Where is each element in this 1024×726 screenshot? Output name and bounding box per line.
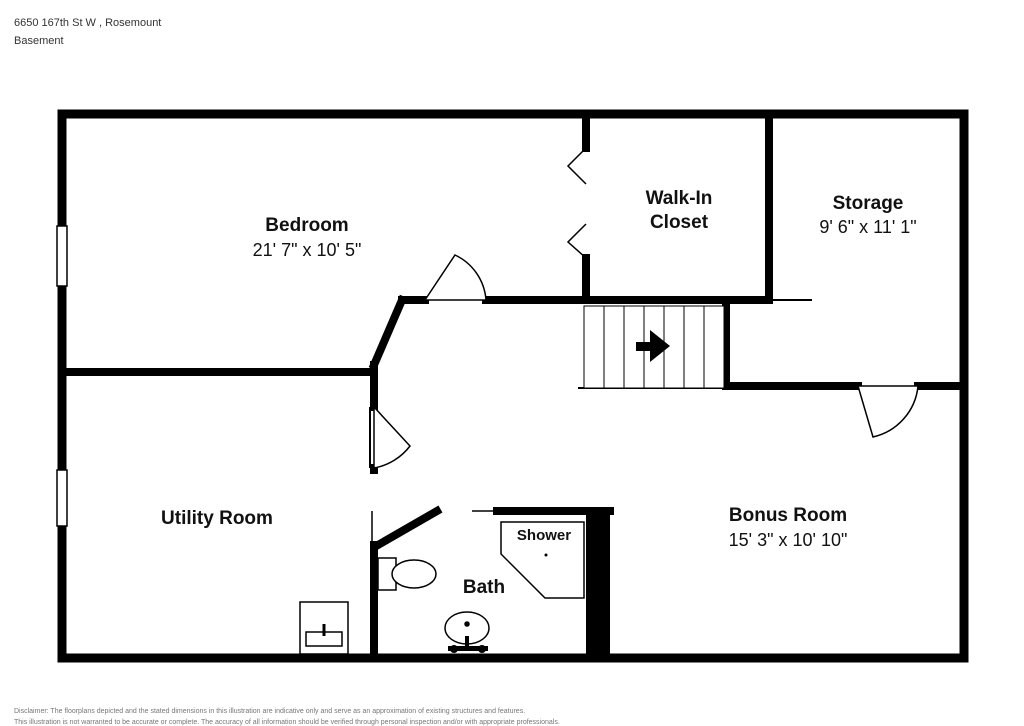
shower-enclosure (500, 521, 585, 599)
shower-drain (544, 553, 548, 557)
walkin-closet-name-line1: Walk-In (646, 188, 713, 209)
toilet-bowl (391, 559, 437, 589)
disclaimer-line-2: This illustration is not warranted to be… (14, 719, 560, 726)
bedroom-door (423, 254, 487, 301)
interior-walls (58, 110, 968, 662)
floor-level-label: Basement (14, 35, 64, 47)
utility-door (373, 405, 411, 469)
bedroom-dims: 21' 7" x 10' 5" (253, 240, 362, 260)
closet-door-lower (566, 223, 587, 259)
storage-name: Storage (833, 193, 904, 214)
bonus-room-name: Bonus Room (729, 505, 847, 526)
storage-dims: 9' 6" x 11' 1" (819, 217, 916, 237)
walkin-closet-name-line2: Closet (650, 212, 709, 233)
bath-wall (586, 508, 610, 658)
bonus-room-dims: 15' 3" x 10' 10" (729, 530, 848, 550)
property-address: 6650 167th St W , Rosemount (14, 17, 162, 29)
bedroom-name: Bedroom (265, 215, 348, 236)
floor-plan: Bedroom 21' 7" x 10' 5" Walk-In Closet S… (56, 109, 969, 663)
shower-name: Shower (517, 527, 571, 544)
faucet-icon (448, 636, 488, 653)
bath-name: Bath (463, 577, 505, 598)
utility-room-name: Utility Room (161, 508, 273, 529)
disclaimer-line-1: Disclaimer: The floorplans depicted and … (14, 708, 526, 715)
stair-arrow-icon (636, 330, 670, 362)
storage-door (856, 385, 919, 438)
closet-door-upper (566, 147, 587, 185)
bath-fixtures (377, 521, 585, 645)
utility-sink (299, 601, 349, 655)
windows (56, 225, 68, 527)
doors (371, 147, 919, 545)
